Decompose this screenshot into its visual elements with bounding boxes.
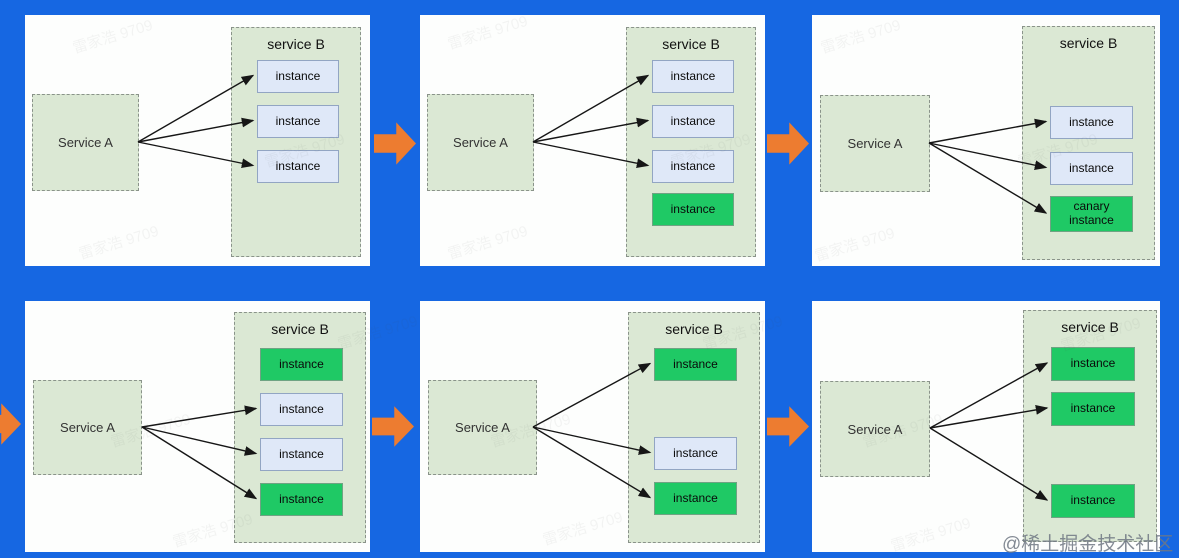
instance-label: instance xyxy=(1069,114,1114,129)
instance-label: instance xyxy=(275,113,321,128)
canary-instance-box: instance xyxy=(260,483,343,516)
next-step-arrow-icon xyxy=(767,406,809,447)
panel-card-step-3: Service A service B instance instance canary… xyxy=(812,15,1160,266)
service-a-label: Service A xyxy=(60,420,115,435)
canary-instance-box: instance xyxy=(1051,347,1135,381)
instance-box: instance xyxy=(652,150,734,183)
site-watermark: @稀土掘金技术社区 xyxy=(1002,534,1174,555)
instance-box: instance xyxy=(654,437,737,470)
instance-box: instance xyxy=(257,105,339,138)
service-b-title: service B xyxy=(662,36,720,52)
instance-label: instance xyxy=(670,158,716,173)
service-a-box: Service A xyxy=(32,94,139,191)
instance-label: instance xyxy=(279,446,324,461)
instance-label: instance xyxy=(673,490,718,505)
next-step-arrow-icon xyxy=(0,403,21,445)
next-step-arrow-icon xyxy=(767,122,809,165)
service-b-title: service B xyxy=(1059,35,1118,51)
service-a-box: Service A xyxy=(33,380,142,475)
canary-instance-box: instance xyxy=(260,348,343,381)
instance-box: instance xyxy=(1050,106,1133,139)
instance-label: canary instance xyxy=(1069,199,1114,227)
instance-box: instance xyxy=(257,150,339,183)
canary-instance-box: instance xyxy=(652,193,734,226)
service-a-label: Service A xyxy=(453,135,508,150)
canary-instance-box: instance xyxy=(654,482,737,515)
instance-label: instance xyxy=(670,68,716,83)
instance-label: instance xyxy=(279,401,324,416)
instance-label: instance xyxy=(670,201,716,216)
service-a-label: Service A xyxy=(847,421,903,437)
panel-card-step-6: Service A service B instance instance instan… xyxy=(812,301,1160,552)
instance-label: instance xyxy=(279,491,324,506)
instance-label: instance xyxy=(670,113,716,128)
instance-label: instance xyxy=(275,68,321,83)
canary-instance-box: canary instance xyxy=(1050,196,1133,232)
panel-card-step-4: Service A service B instance instance instan… xyxy=(25,301,370,552)
service-b-title: service B xyxy=(665,321,723,337)
instance-label: instance xyxy=(673,356,718,371)
service-a-label: Service A xyxy=(58,135,113,150)
instance-box: instance xyxy=(260,393,343,426)
instance-box: instance xyxy=(1050,152,1133,185)
instance-label: instance xyxy=(1069,160,1114,175)
panel-card-step-2: Service A service B instance instance instan… xyxy=(420,15,765,266)
service-b-title: service B xyxy=(1061,319,1119,335)
canary-instance-box: instance xyxy=(1051,484,1135,518)
instance-box: instance xyxy=(652,60,734,93)
service-a-box: Service A xyxy=(427,94,534,191)
canary-instance-box: instance xyxy=(1051,392,1135,426)
instance-label: instance xyxy=(1070,356,1116,371)
next-step-arrow-icon xyxy=(374,122,416,165)
panel-card-step-1: Service A service B instance instance instan… xyxy=(25,15,370,266)
service-a-label: Service A xyxy=(455,420,510,435)
instance-label: instance xyxy=(275,158,321,173)
service-a-box: Service A xyxy=(820,381,930,477)
service-a-label: Service A xyxy=(847,136,903,151)
instance-label: instance xyxy=(1070,401,1116,416)
service-a-box: Service A xyxy=(428,380,537,475)
service-b-title: service B xyxy=(267,36,325,52)
service-b-title: service B xyxy=(271,321,329,337)
instance-label: instance xyxy=(279,356,324,371)
service-a-box: Service A xyxy=(820,95,930,192)
instance-label: instance xyxy=(673,445,718,460)
canary-instance-box: instance xyxy=(654,348,737,381)
instance-label: instance xyxy=(1070,493,1116,508)
instance-box: instance xyxy=(257,60,339,93)
instance-box: instance xyxy=(652,105,734,138)
instance-box: instance xyxy=(260,438,343,471)
next-step-arrow-icon xyxy=(372,406,414,447)
panel-card-step-5: Service A service B instance instance instan… xyxy=(420,301,765,552)
